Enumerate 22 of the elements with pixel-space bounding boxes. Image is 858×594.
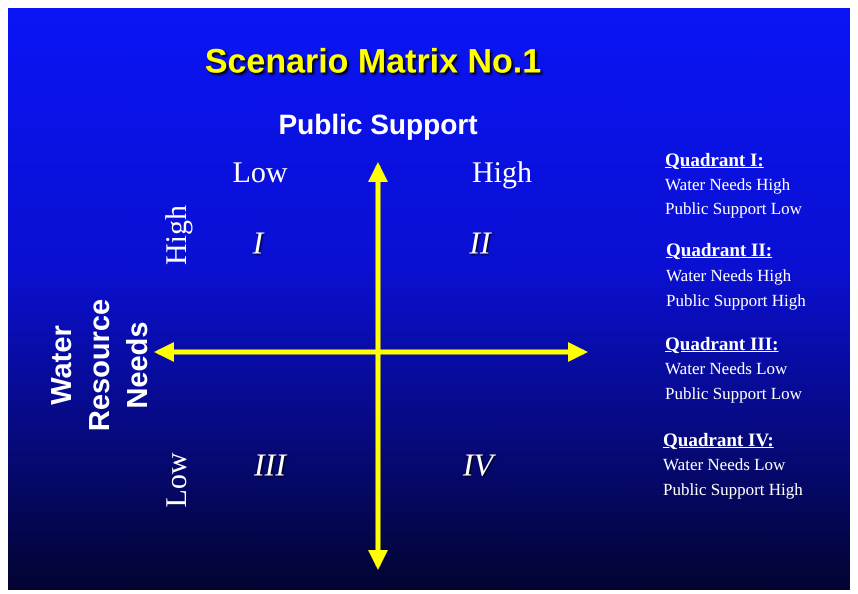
quadrant-description: Public Support High [663,480,803,500]
quadrant-heading: Quadrant IV: [663,430,774,452]
quadrant-numeral: II [469,224,491,262]
quadrant-heading: Quadrant II: [666,240,772,262]
axis-category-label: High [472,156,532,190]
quadrant-description: Water Needs Low [665,359,788,379]
quadrant-description: Water Needs Low [663,455,786,475]
axis-title: Water Resource Needs [45,298,155,434]
quadrant-heading: Quadrant I: [665,150,764,172]
quadrant-description: Water Needs High [665,175,790,195]
quadrant-numeral: I [252,224,264,262]
quadrant-description: Public Support Low [665,384,802,404]
quadrant-description: Water Needs High [666,266,792,286]
axis-category-label: Low [160,452,194,508]
slide-title: Scenario Matrix No.1 [204,42,542,82]
axis-category-label: Low [232,156,288,190]
axis-title: Public Support [278,109,478,141]
quadrant-heading: Quadrant III: [665,334,778,356]
quadrant-description: Public Support High [666,291,806,311]
axis-category-label: High [160,205,194,265]
quadrant-numeral: III [254,446,286,484]
quadrant-description: Public Support Low [665,199,802,219]
